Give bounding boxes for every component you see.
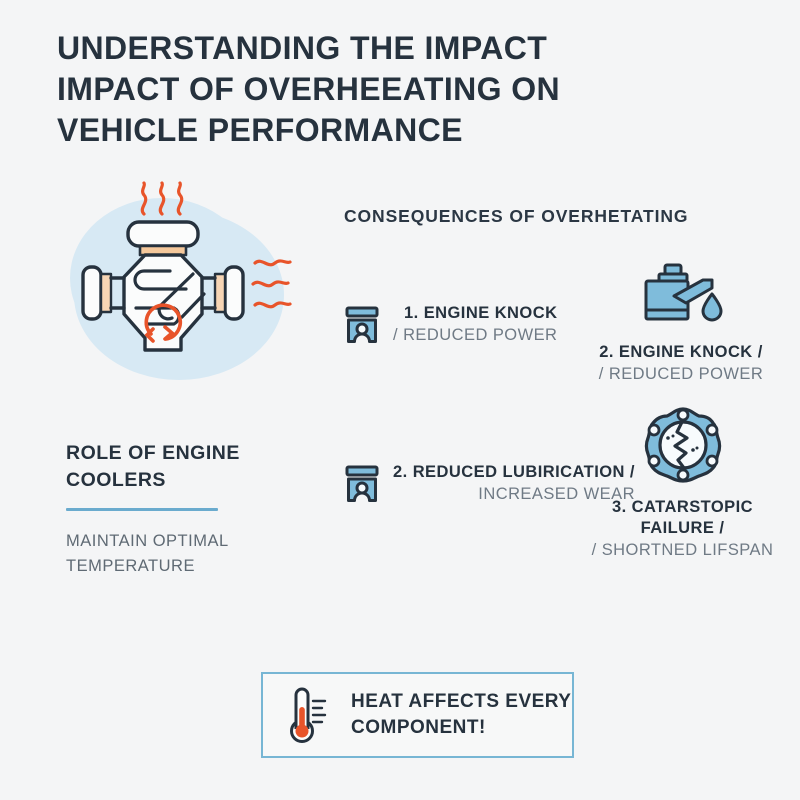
consequence-item-4-line2: / Shortned Lifspan [591, 541, 774, 559]
role-of-engine-coolers-section: Role of Engine Coolers Maintain Optimal … [66, 440, 306, 579]
consequence-item-1-line1: 1. Engine Knock [404, 304, 558, 322]
consequence-item-3: 2. Reduced Lubirication / Increased Wear [345, 462, 635, 506]
piston-icon [345, 306, 379, 344]
role-section-subtitle: Maintain Optimal Temperature [66, 532, 229, 575]
consequence-item-4: 3. Catarstopic Failure / / Shortned Lifs… [575, 405, 790, 562]
heat-affects-banner: Heat Affects Every Component! [261, 672, 574, 758]
consequence-item-2-text: 2. Engine Knock / / Reduced Power [575, 342, 787, 386]
consequence-item-1: 1. Engine Knock / Reduced Power [345, 303, 557, 347]
consequence-item-2: 2. Engine Knock / / Reduced Power [575, 262, 787, 386]
role-section-divider [66, 508, 218, 511]
consequence-item-1-line2: / Reduced Power [393, 326, 558, 344]
banner-text: Heat Affects Every Component! [351, 689, 571, 741]
consequence-item-4-text: 3. Catarstopic Failure / / Shortned Lifs… [575, 497, 790, 562]
title-line-1: Understanding the Impact [57, 30, 548, 66]
title-line-3: Vehicle Performance [57, 112, 463, 148]
consequences-heading: Consequences of Overhetating [344, 206, 689, 226]
cracked-flange-icon [637, 405, 729, 483]
banner-line-2: Component! [351, 717, 486, 738]
page-title: Understanding the Impact Impact of Overh… [57, 28, 677, 151]
consequence-item-3-line2: Increased Wear [478, 485, 635, 503]
consequence-item-3-text: 2. Reduced Lubirication / Increased Wear [393, 462, 635, 506]
oil-can-icon [633, 262, 729, 330]
title-line-2: Impact of Overheeating on [57, 71, 561, 107]
thermometer-icon [285, 685, 333, 745]
banner-line-1: Heat Affects Every [351, 691, 572, 712]
consequence-item-1-text: 1. Engine Knock / Reduced Power [393, 303, 557, 347]
role-section-title: Role of Engine Coolers [66, 442, 240, 491]
consequence-item-4-line1: 3. Catarstopic Failure / [611, 498, 754, 537]
piston-icon [345, 465, 379, 503]
consequence-item-2-line1: 2. Engine Knock / [599, 343, 763, 361]
consequence-item-3-line1: 2. Reduced Lubirication / [393, 463, 635, 481]
consequence-item-2-line2: / Reduced Power [598, 365, 764, 383]
engine-block-overheating-illustration [52, 178, 342, 383]
